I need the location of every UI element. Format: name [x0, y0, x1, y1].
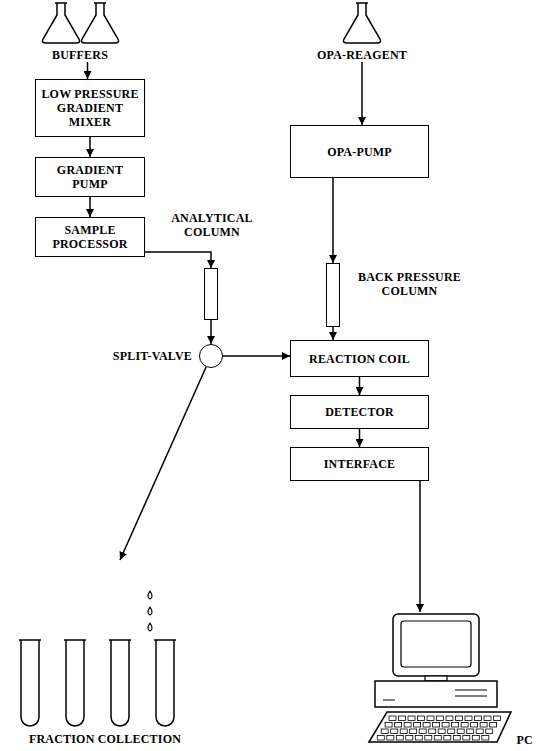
process-box: OPA-PUMP: [290, 125, 429, 178]
part-label: BACK PRESSURE COLUMN: [347, 270, 472, 298]
part-label: OPA-REAGENT: [302, 48, 422, 62]
box-label: DETECTOR: [325, 405, 394, 419]
process-box: LOW PRESSURE GRADIENT MIXER: [35, 79, 145, 137]
part-label: PC: [517, 733, 533, 747]
box-label: REACTION COIL: [309, 352, 410, 366]
flow-arrow: [120, 367, 206, 560]
flow-arrow: [145, 252, 211, 268]
computer: [355, 612, 535, 747]
flow-arrow: [419, 481, 421, 612]
flow-arrow: [89, 197, 91, 217]
part-label: FRACTION COLLECTION: [10, 732, 200, 746]
process-box: SAMPLE PROCESSOR: [35, 217, 145, 257]
process-box: INTERFACE: [290, 447, 429, 481]
process-box: REACTION COIL: [290, 340, 429, 377]
part-label: SPLIT-VALVE: [113, 349, 192, 363]
flow-arrow: [359, 429, 361, 447]
process-box: GRADIENT PUMP: [35, 157, 145, 197]
box-label: SAMPLE PROCESSOR: [40, 223, 140, 251]
part-label: ANALYTICAL COLUMN: [162, 211, 262, 239]
box-label: LOW PRESSURE GRADIENT MIXER: [40, 87, 140, 129]
box-label: OPA-PUMP: [327, 145, 392, 159]
flow-arrow: [361, 62, 363, 125]
part-label: BUFFERS: [20, 48, 140, 62]
column-symbol: ANALYTICAL COLUMN: [204, 268, 218, 320]
fraction-tubes: FRACTION COLLECTION: [10, 560, 200, 748]
flow-arrow: [87, 62, 89, 79]
box-label: GRADIENT PUMP: [40, 163, 140, 191]
flow-arrow: [89, 137, 91, 157]
computer: PC: [355, 612, 535, 747]
flow-arrow: [210, 320, 212, 344]
reagent-flask: OPA-REAGENT: [302, 0, 422, 62]
flow-arrow: [359, 377, 361, 395]
fraction-tubes: [10, 560, 200, 748]
flow-arrow: [223, 355, 290, 357]
flow-arrow: [332, 178, 334, 263]
buffer-flasks: BUFFERS: [20, 0, 140, 62]
column-symbol: BACK PRESSURE COLUMN: [326, 263, 340, 327]
process-box: DETECTOR: [290, 395, 429, 429]
flow-arrow: [332, 327, 334, 340]
valve-symbol: SPLIT-VALVE: [199, 344, 223, 368]
box-label: INTERFACE: [324, 457, 396, 471]
